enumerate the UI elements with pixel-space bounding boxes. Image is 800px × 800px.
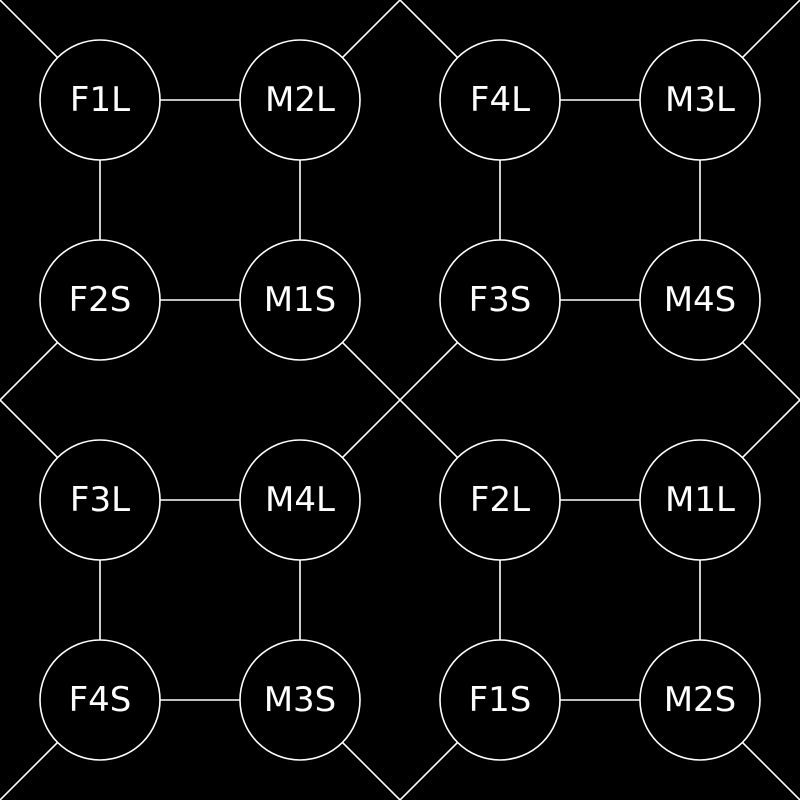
node-label: M2L (265, 80, 335, 120)
node-f2s: F2S (39, 239, 161, 361)
node-f1l: F1L (39, 39, 161, 161)
node-circle (39, 39, 161, 161)
node-label: F2S (69, 280, 132, 320)
node-label: F4L (470, 80, 530, 120)
node-label: F1L (70, 80, 130, 120)
node-m3l: M3L (639, 39, 761, 161)
node-label: F4S (69, 680, 132, 720)
node-circle (439, 39, 561, 161)
node-label: M2S (664, 680, 737, 720)
node-f2l: F2L (439, 439, 561, 561)
node-label: F3S (469, 280, 532, 320)
node-m4l: M4L (239, 439, 361, 561)
node-m1s: M1S (239, 239, 361, 361)
node-circle (239, 639, 361, 761)
node-m2l: M2L (239, 39, 361, 161)
node-f1s: F1S (439, 639, 561, 761)
node-circle (639, 239, 761, 361)
node-m4s: M4S (639, 239, 761, 361)
node-label: F2L (470, 480, 530, 520)
node-label: M1L (665, 480, 735, 520)
node-m3s: M3S (239, 639, 361, 761)
node-circle (39, 639, 161, 761)
node-circle (439, 239, 561, 361)
node-label: F1S (469, 680, 532, 720)
node-label: M4L (265, 480, 335, 520)
node-circle (39, 439, 161, 561)
nodes-layer: F1L M2L F4L M3L F2S M1S F3S M4S F3L M4L F2L M1L F4S M… (39, 39, 761, 761)
node-label: M3L (665, 80, 735, 120)
node-f4l: F4L (439, 39, 561, 161)
node-label: M4S (664, 280, 737, 320)
node-circle (39, 239, 161, 361)
node-circle (239, 239, 361, 361)
node-f4s: F4S (39, 639, 161, 761)
node-circle (439, 639, 561, 761)
node-circle (239, 439, 361, 561)
node-m2s: M2S (639, 639, 761, 761)
node-circle (639, 39, 761, 161)
node-circle (239, 39, 361, 161)
node-circle (639, 439, 761, 561)
node-circle (639, 639, 761, 761)
node-f3s: F3S (439, 239, 561, 361)
node-circle (439, 439, 561, 561)
node-label: M3S (264, 680, 337, 720)
node-label: F3L (70, 480, 130, 520)
node-f3l: F3L (39, 439, 161, 561)
node-m1l: M1L (639, 439, 761, 561)
node-label: M1S (264, 280, 337, 320)
